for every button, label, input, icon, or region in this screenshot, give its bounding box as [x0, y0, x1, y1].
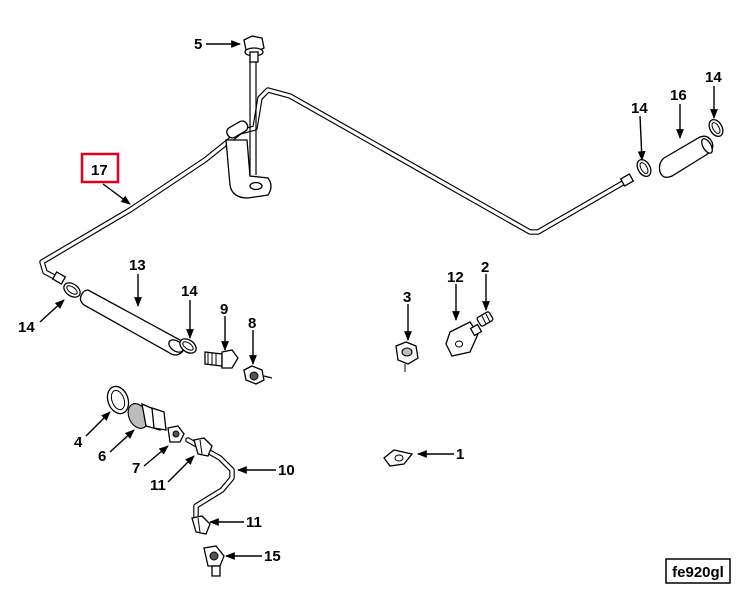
- callout-14-a: 14: [631, 100, 648, 117]
- callout-10: 10: [278, 462, 295, 479]
- callout-5: 5: [194, 36, 202, 53]
- tee-12: [445, 321, 483, 357]
- callout-14-c: 14: [18, 319, 35, 336]
- callout-11-b: 11: [246, 514, 262, 531]
- fitting-11-upper: [193, 437, 213, 457]
- callout-6: 6: [98, 448, 106, 465]
- bolt-5: [243, 35, 265, 63]
- hose-16: [658, 135, 714, 178]
- bracket: [225, 60, 272, 199]
- nut-3: [395, 341, 419, 372]
- clamp-14-right-a: [636, 158, 652, 178]
- callout-15: 15: [264, 548, 281, 565]
- callout-13: 13: [129, 257, 146, 274]
- fitting-15: [203, 545, 225, 577]
- clip-1: [383, 449, 414, 467]
- callout-8: 8: [248, 315, 256, 332]
- fitting-11-lower: [191, 515, 211, 535]
- leader-lines: [39, 40, 718, 560]
- callout-9: 9: [220, 301, 228, 318]
- callout-12: 12: [447, 269, 464, 286]
- callout-1: 1: [456, 446, 464, 463]
- callout-7: 7: [132, 460, 140, 477]
- figure-id: fe920gl: [672, 564, 724, 581]
- callouts: 5 14 16 14 17 14 13 14 9 8 3 12 2 1 4 6 …: [18, 36, 722, 565]
- callout-17-highlight: [80, 152, 120, 184]
- hose-13: [79, 289, 186, 356]
- callout-11-a: 11: [150, 477, 166, 494]
- figure-id-box: fe920gl: [665, 558, 731, 584]
- fitting-7: [167, 425, 185, 443]
- callout-16: 16: [670, 87, 687, 104]
- callout-4: 4: [74, 434, 83, 451]
- plug-2: [476, 311, 494, 327]
- callout-2: 2: [481, 259, 489, 276]
- main-tube-17: [39, 87, 635, 285]
- line-10: [185, 437, 235, 523]
- fitting-9: [204, 349, 239, 369]
- adapter-6: [127, 402, 167, 431]
- callout-17: 17: [91, 162, 108, 179]
- callout-3: 3: [403, 289, 411, 306]
- nut-8: [243, 365, 273, 385]
- oring-4: [106, 385, 130, 415]
- clamp-14-middle: [179, 338, 197, 354]
- callout-14-d: 14: [181, 283, 198, 300]
- clamp-14-left: [63, 282, 81, 298]
- callout-14-b: 14: [705, 69, 722, 86]
- clamp-14-right-b: [708, 118, 724, 138]
